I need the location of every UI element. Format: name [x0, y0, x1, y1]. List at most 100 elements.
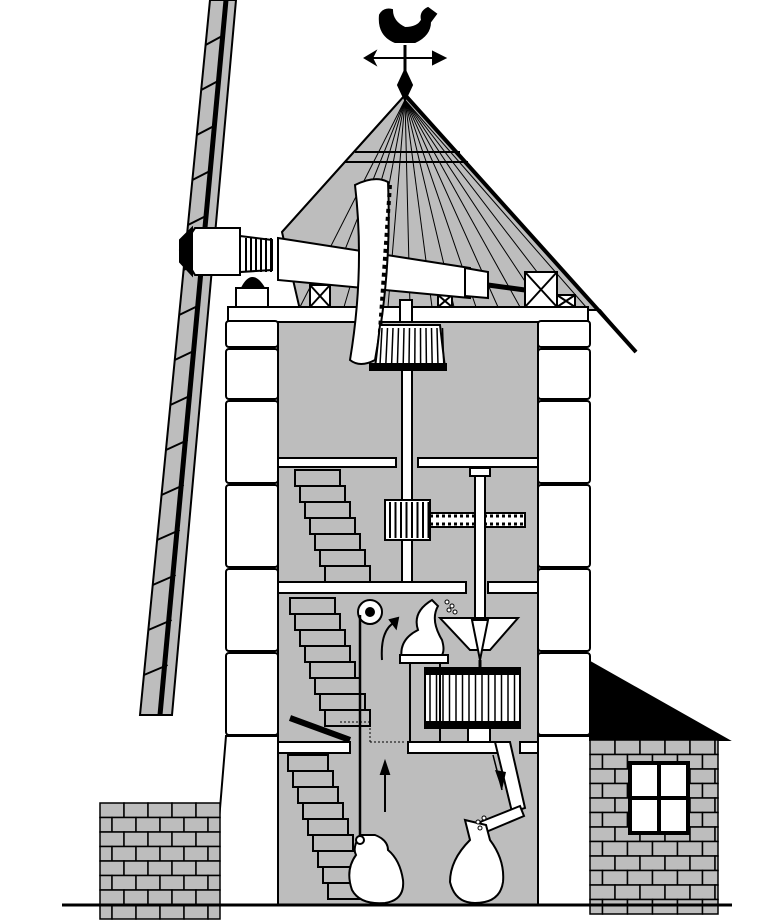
brick: [601, 869, 629, 886]
brick: [601, 840, 629, 857]
brick: [601, 753, 629, 770]
brick-wall-left: [99, 802, 221, 920]
brick: [207, 816, 221, 833]
stair-step: [297, 786, 339, 804]
brick: [689, 855, 716, 872]
brick: [701, 782, 719, 799]
wall-block: [537, 484, 591, 568]
brick: [195, 831, 221, 848]
brick: [99, 860, 125, 877]
wall-block: [225, 484, 279, 568]
brick: [183, 845, 209, 862]
brick: [589, 826, 616, 843]
hopper: [437, 617, 521, 668]
brick: [676, 898, 704, 915]
stair-step: [309, 661, 356, 679]
wall-block: [225, 348, 279, 400]
sail-slat: [178, 304, 201, 316]
brick: [589, 797, 616, 814]
brick: [99, 845, 113, 862]
gear-tooth: [430, 327, 433, 366]
brick: [714, 797, 719, 814]
brick: [626, 869, 654, 886]
stair-step: [299, 485, 346, 503]
brick: [135, 845, 161, 862]
gear-tooth: [385, 327, 389, 366]
brick: [207, 903, 221, 920]
brick: [664, 739, 691, 756]
brick: [701, 811, 719, 828]
stair-step: [294, 613, 341, 631]
gear-tooth: [408, 327, 411, 366]
sail-slat: [147, 619, 173, 631]
brick: [701, 840, 719, 857]
brick: [689, 826, 716, 843]
brick: [589, 782, 604, 799]
brick: [207, 874, 221, 891]
brick: [123, 860, 149, 877]
stair-step: [324, 565, 371, 583]
stair-step: [324, 709, 371, 727]
sack-right: [448, 818, 505, 905]
brick: [639, 855, 666, 872]
brick: [651, 869, 679, 886]
brick: [676, 869, 704, 886]
grain-sack-top: [399, 598, 458, 742]
brick: [135, 816, 161, 833]
brick: [589, 898, 604, 915]
brick: [614, 739, 641, 756]
left-wall: [210, 320, 279, 906]
sail-slat: [152, 574, 177, 586]
wall-block: [537, 348, 591, 400]
brick: [589, 840, 604, 857]
wall-block: [537, 568, 591, 652]
stair-step: [309, 517, 356, 535]
sail-blade: [138, 0, 238, 716]
brick: [614, 884, 641, 901]
sack-left: [348, 834, 405, 905]
brick: [99, 874, 113, 891]
brick: [135, 903, 161, 920]
brick: [147, 802, 173, 819]
wall-block: [537, 652, 591, 736]
brick: [689, 797, 716, 814]
brick: [207, 845, 221, 862]
brick: [159, 874, 185, 891]
stair-step: [289, 597, 336, 615]
brick: [159, 903, 185, 920]
outbuilding: [589, 660, 732, 915]
brick: [714, 884, 719, 901]
stair-step: [294, 469, 341, 487]
brick: [589, 753, 604, 770]
stair-step: [299, 629, 346, 647]
brick: [589, 855, 616, 872]
gear-tooth: [441, 327, 445, 366]
gear-tooth: [390, 327, 394, 366]
brick: [626, 898, 654, 915]
roof-rib: [404, 99, 543, 308]
sail-slat: [165, 439, 189, 451]
stair-step: [304, 501, 351, 519]
brick: [99, 816, 113, 833]
brick: [589, 739, 616, 756]
sail-slat: [205, 34, 225, 46]
brick: [651, 840, 679, 857]
brick: [135, 874, 161, 891]
wallower-gear: [369, 299, 447, 371]
wall-block: [225, 320, 279, 348]
brick: [601, 811, 629, 828]
stair-step: [307, 818, 349, 836]
brick: [111, 903, 137, 920]
right-wall: [537, 320, 591, 737]
brick: [639, 739, 666, 756]
sail-slat: [161, 484, 185, 496]
brick: [701, 898, 719, 915]
gear-tooth: [436, 327, 439, 366]
brick: [183, 874, 209, 891]
sail-slat: [200, 79, 221, 91]
flour-chute: [478, 741, 527, 834]
brick: [123, 889, 149, 906]
brick: [111, 874, 137, 891]
brick: [183, 903, 209, 920]
brick: [714, 768, 719, 785]
